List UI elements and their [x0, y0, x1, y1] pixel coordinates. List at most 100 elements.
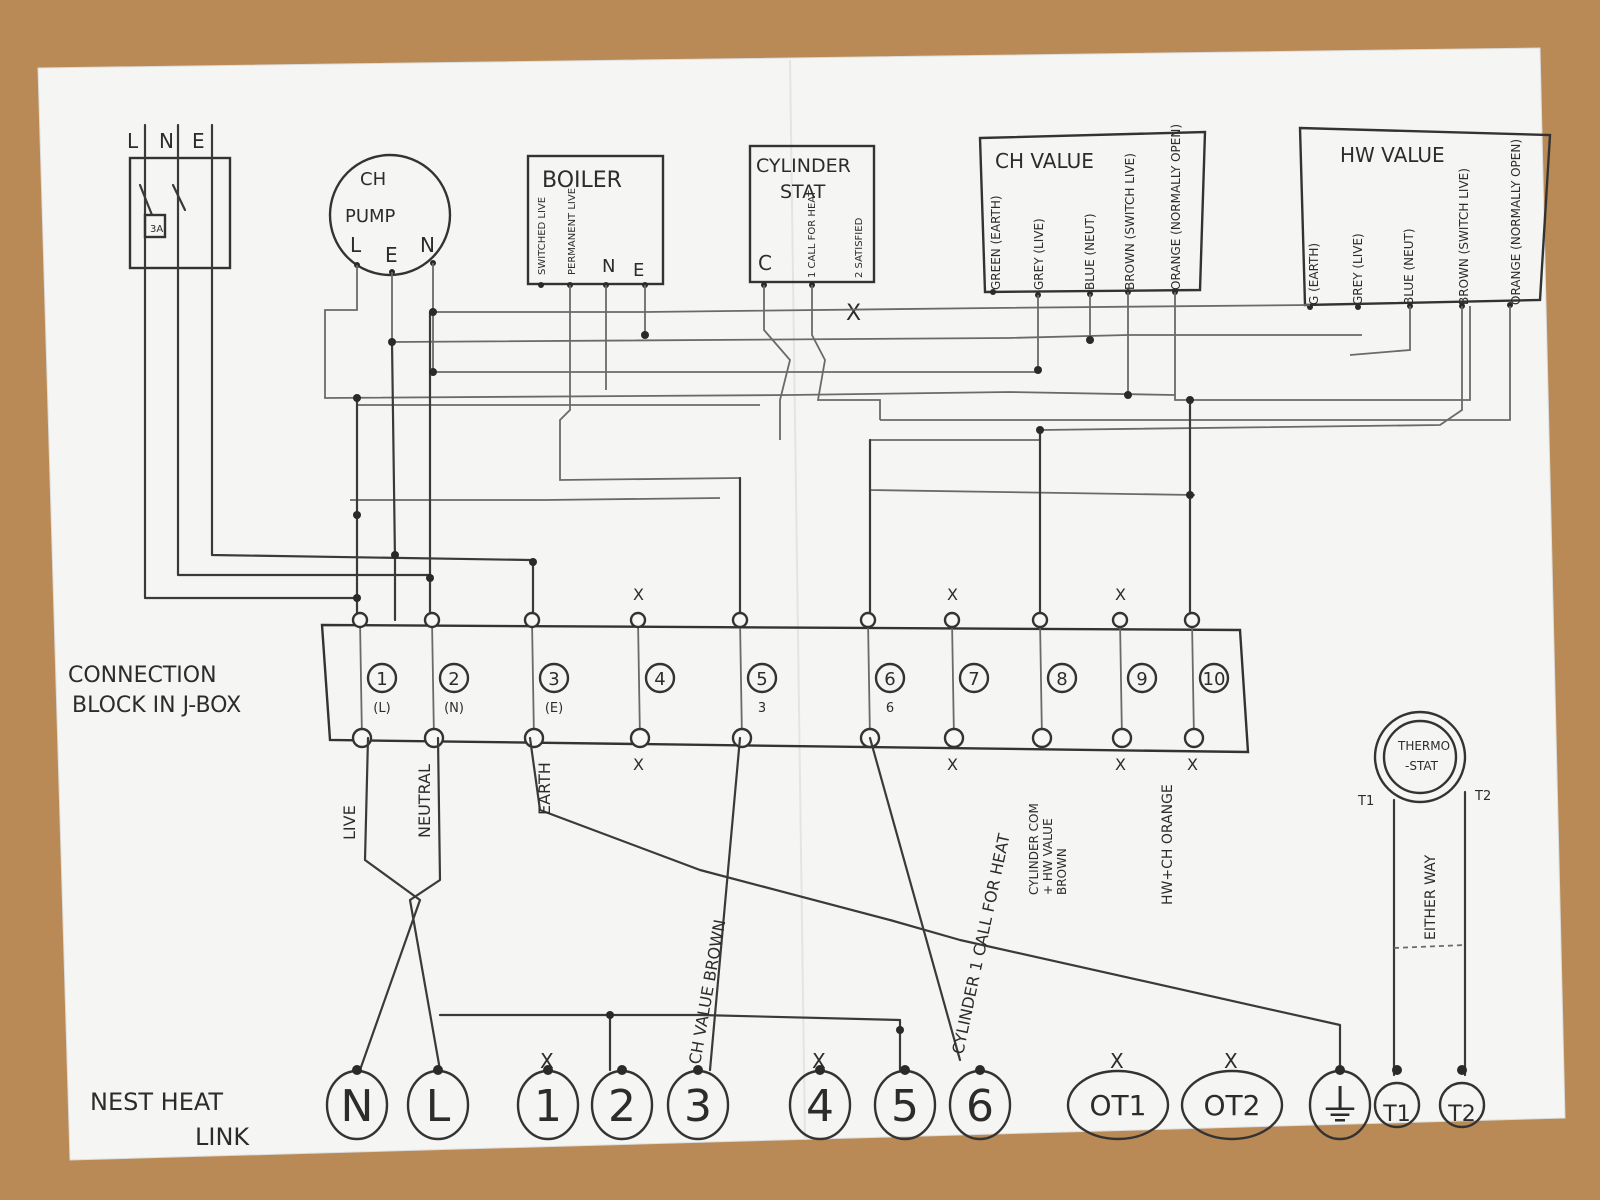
block-terminal-1: 1 (L)	[351, 611, 398, 749]
block-terminal-number: 9	[1136, 669, 1147, 690]
nest-terminal-label: 5	[891, 1081, 919, 1132]
boiler-terminal-permanent-live: PERMANENT LIVE	[567, 188, 578, 275]
wire-label-neutral: NEUTRAL	[415, 764, 434, 838]
supply-wires	[143, 266, 532, 600]
ch-valve-terminal-brown: BROWN (SWITCH LIVE)	[1123, 153, 1137, 290]
cylinder-stat-terminal-c: C	[758, 251, 772, 275]
block-terminal-number: 2	[448, 669, 459, 690]
cylinder-stat-terminal-1: 1 CALL FOR HEAT	[807, 190, 818, 278]
connection-block: CONNECTION BLOCK IN J-BOX	[68, 623, 1250, 754]
cylinder-stat-satisfied-unused-mark: X	[846, 301, 861, 326]
wire-label-cylinder-common-3: BROWN	[1055, 848, 1069, 895]
block-terminal-8: 8	[1031, 611, 1078, 749]
unused-mark: X	[1224, 1049, 1238, 1073]
wire-label-cylinder-common-2: + HW VALUE	[1041, 818, 1055, 895]
ch-valve-terminal-grey: GREY (LIVE)	[1032, 218, 1046, 290]
thermostat-label-1: THERMO	[1397, 739, 1450, 753]
nest-terminal-8: 6	[948, 1065, 1012, 1141]
nest-terminal-7: 5	[873, 1065, 937, 1141]
block-terminal-number: 1	[376, 669, 387, 690]
nest-terminal-3: 1X	[516, 1049, 580, 1141]
supply-line-label: L	[127, 129, 139, 153]
block-terminal-3: 3(E)	[523, 611, 570, 749]
hw-valve-title: HW VALUE	[1340, 143, 1445, 167]
nest-label-2: LINK	[195, 1123, 250, 1151]
block-terminal-4: 4XX	[629, 585, 676, 774]
boiler-terminal-e: E	[633, 260, 644, 281]
supply-neutral-label: N	[159, 129, 174, 153]
block-terminal-sublabel: (L)	[373, 701, 390, 716]
unused-mark: X	[947, 585, 958, 604]
block-terminal-9: 9XX	[1111, 585, 1158, 774]
ch-valve: CH VALUE GREEN (EARTH) GREY (LIVE) BLUE …	[978, 124, 1207, 298]
ch-valve-terminal-orange: ORANGE (NORMALLY OPEN)	[1169, 124, 1183, 290]
hw-valve: HW VALUE G (EARTH) GREY (LIVE) BLUE (NEU…	[1298, 126, 1552, 310]
supply-earth-label: E	[192, 129, 205, 153]
block-terminal-number: 6	[884, 669, 895, 690]
room-thermostat: THERMO -STAT T1 T2 EITHER WAY	[1357, 710, 1491, 1077]
block-terminal-10: 10X	[1183, 611, 1230, 774]
unused-mark: X	[1187, 755, 1198, 774]
unused-mark: X	[812, 1049, 826, 1073]
cylinder-stat-title-1: CYLINDER	[756, 155, 851, 177]
nest-terminal-label: T2	[1447, 1102, 1475, 1127]
ch-pump-title-1: CH	[360, 169, 386, 190]
cylinder-stat-title-2: STAT	[780, 181, 826, 203]
boiler-title: BOILER	[542, 168, 622, 193]
thermostat-either-way: EITHER WAY	[1423, 854, 1439, 940]
hw-valve-terminal-grey: GREY (LIVE)	[1351, 233, 1365, 305]
block-terminal-sublabel: 3	[758, 701, 766, 716]
nest-terminal-label: L	[426, 1081, 451, 1132]
ch-pump-title-2: PUMP	[345, 206, 396, 227]
nest-terminal-13: T2	[1438, 1065, 1486, 1129]
cylinder-stat: CYLINDER STAT C 1 CALL FOR HEAT 2 SATISF…	[748, 144, 876, 326]
block-terminal-number: 7	[968, 669, 979, 690]
block-terminal-7: 7XX	[943, 585, 990, 774]
unused-mark: X	[633, 585, 644, 604]
nest-terminal-12: T1	[1373, 1065, 1421, 1129]
nest-terminal-6: 4X	[788, 1049, 852, 1141]
boiler-terminal-switched-live: SWITCHED LIVE	[537, 197, 548, 275]
nest-terminal-2: L	[406, 1065, 470, 1141]
boiler: BOILER SWITCHED LIVE PERMANENT LIVE N E	[526, 154, 665, 288]
nest-terminal-label: 1	[534, 1081, 562, 1132]
block-terminal-number: 5	[756, 669, 767, 690]
paper-fold	[789, 59, 806, 1141]
supply-isolator: L N E 3A	[127, 123, 232, 270]
nest-terminal-4: 2	[590, 1065, 654, 1141]
interconnect-wires	[324, 263, 1511, 622]
thermostat-t1-label: T1	[1357, 794, 1374, 809]
ch-pump-terminal-e: E	[385, 243, 398, 267]
nest-terminal-label: T1	[1382, 1102, 1410, 1127]
block-terminal-number: 8	[1056, 669, 1067, 690]
ch-valve-terminal-green: GREEN (EARTH)	[989, 195, 1003, 290]
block-terminal-number: 3	[548, 669, 559, 690]
block-terminal-2: 2 (N)	[423, 611, 470, 749]
thermostat-t2-label: T2	[1474, 789, 1491, 804]
unused-mark: X	[540, 1049, 554, 1073]
ch-pump-terminal-l: L	[350, 233, 362, 257]
nest-terminal-label: ⏚	[1318, 1081, 1362, 1132]
unused-mark: X	[1115, 585, 1126, 604]
nest-terminal-11: ⏚	[1308, 1065, 1372, 1141]
block-terminal-number: 10	[1203, 669, 1226, 690]
cylinder-stat-terminal-2: 2 SATISFIED	[854, 217, 865, 278]
ch-pump-terminal-n: N	[420, 233, 435, 257]
connection-block-label-1: CONNECTION	[68, 663, 217, 688]
hw-valve-terminal-g: G (EARTH)	[1307, 243, 1321, 305]
wire-label-live: LIVE	[340, 805, 359, 840]
block-terminal-sublabel: 6	[886, 701, 894, 716]
hw-valve-terminal-orange: ORANGE (NORMALLY OPEN)	[1509, 139, 1523, 305]
nest-terminal-label: OT2	[1204, 1089, 1261, 1122]
nest-terminal-label: 2	[608, 1081, 636, 1132]
nest-terminal-label: 6	[966, 1081, 994, 1132]
block-terminal-5: 53	[731, 611, 778, 749]
nest-terminal-1: N	[325, 1065, 389, 1141]
unused-mark: X	[1110, 1049, 1124, 1073]
unused-mark: X	[1115, 755, 1126, 774]
unused-mark: X	[633, 755, 644, 774]
block-terminal-sublabel: (N)	[444, 701, 464, 716]
